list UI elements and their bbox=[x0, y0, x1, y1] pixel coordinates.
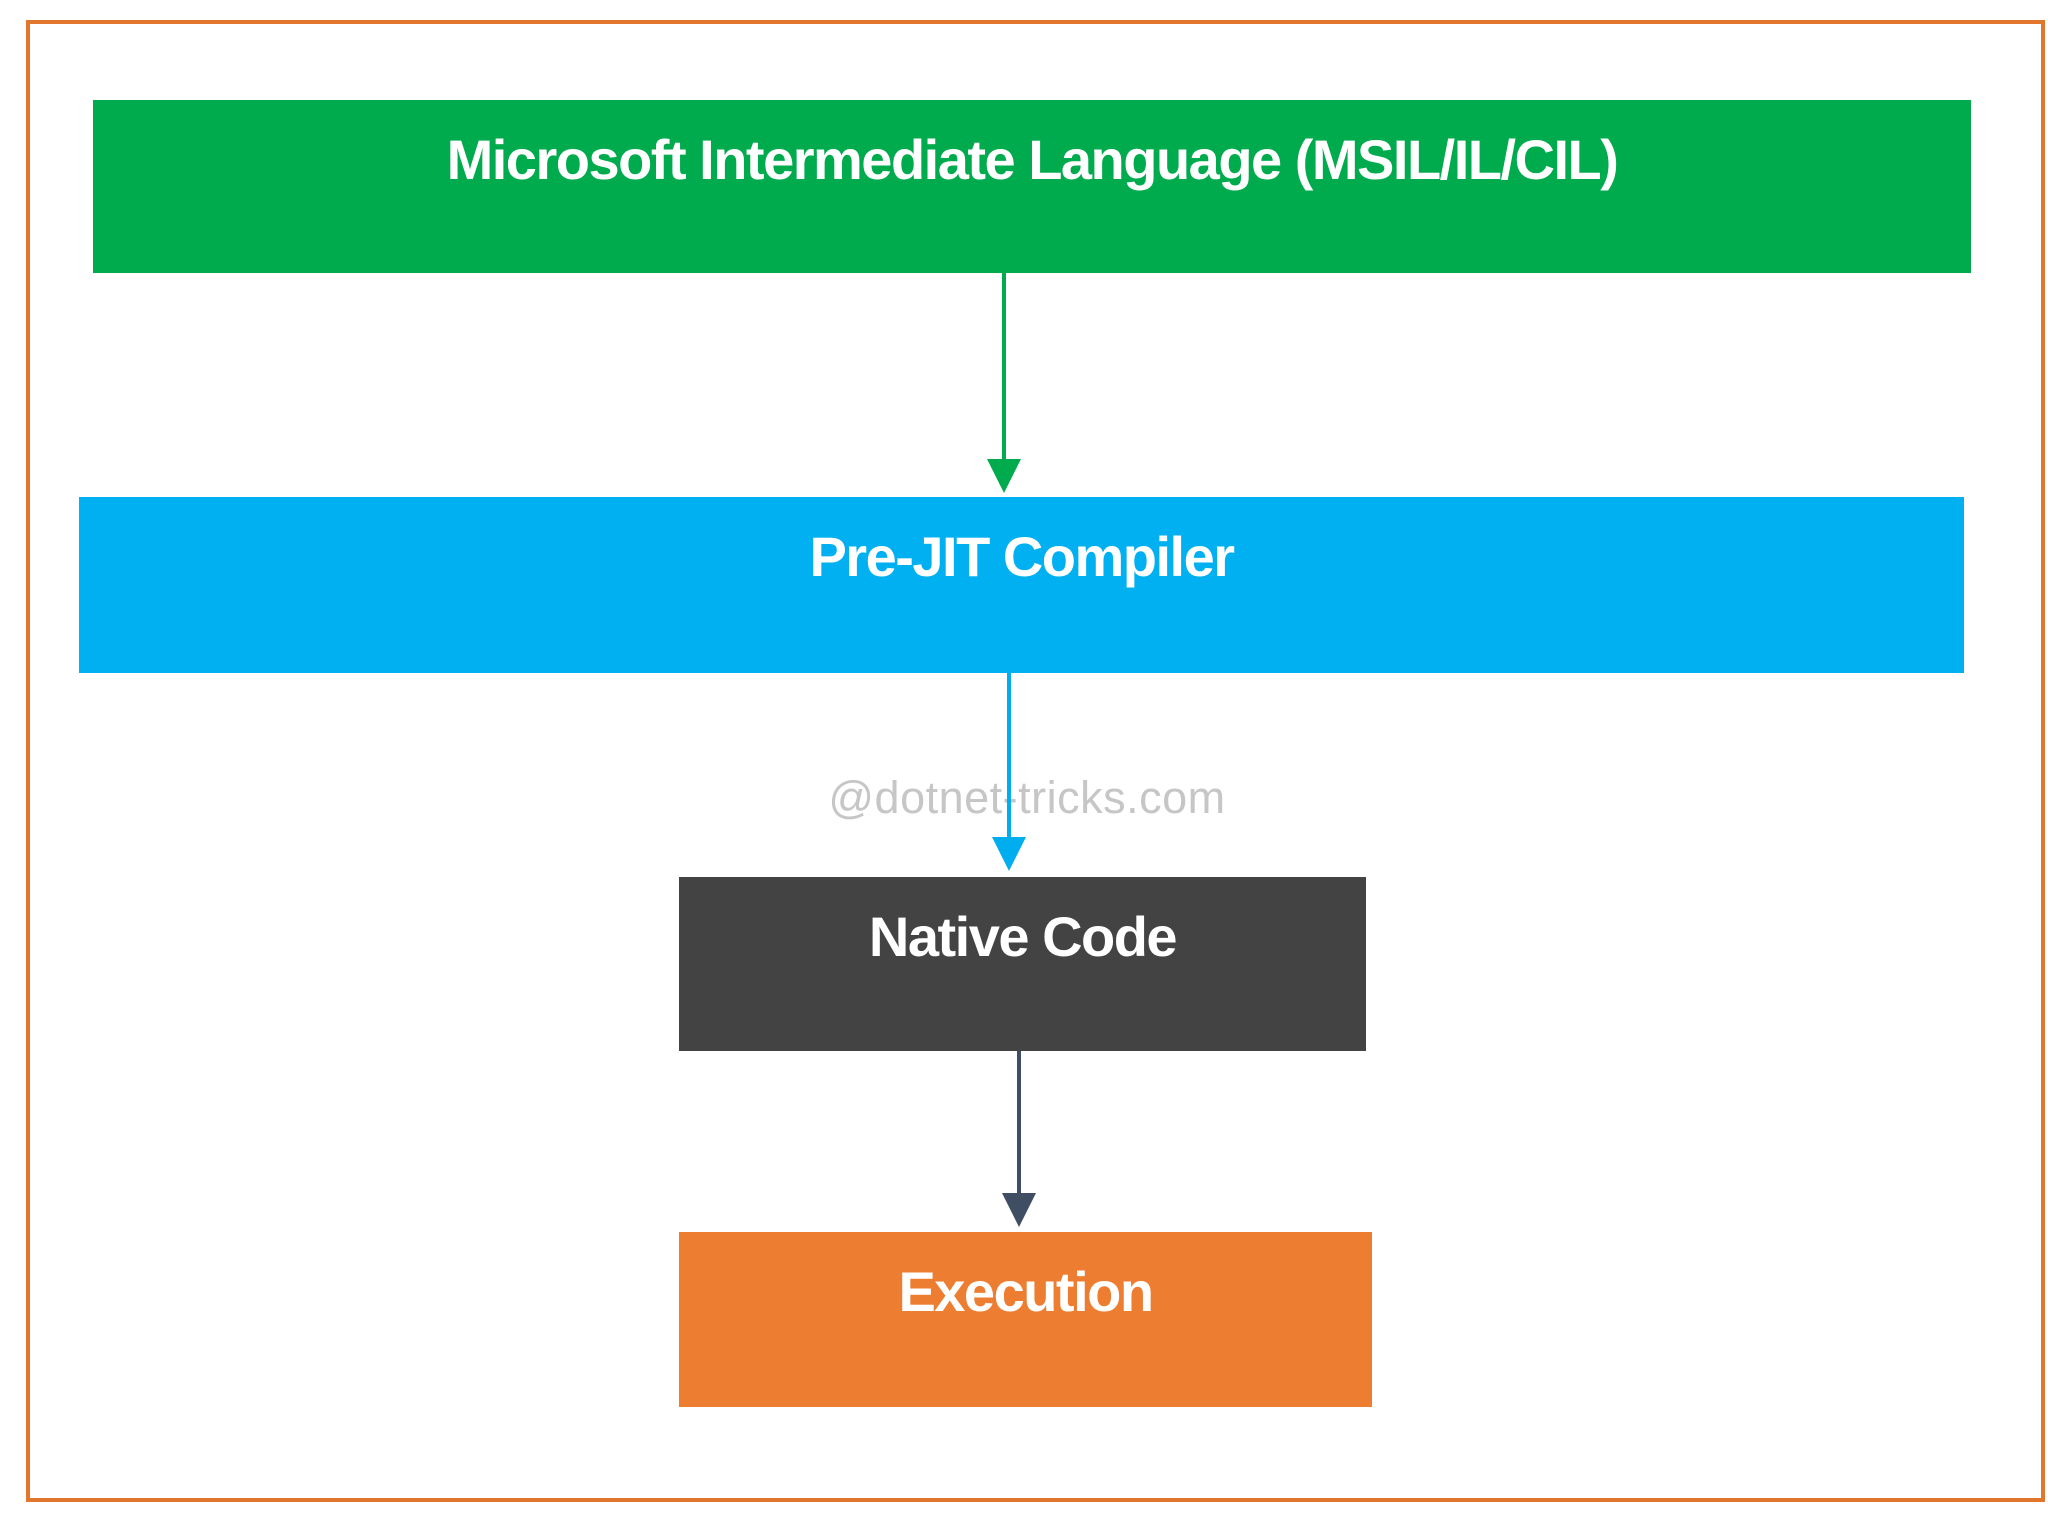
watermark-text: @dotnet-tricks.com bbox=[828, 772, 1226, 823]
arrow-prejit-to-native-line bbox=[1007, 673, 1011, 837]
node-msil-label: Microsoft Intermediate Language (MSIL/IL… bbox=[446, 128, 1619, 191]
arrow-native-to-execution-line bbox=[1017, 1051, 1021, 1193]
node-msil: Microsoft Intermediate Language (MSIL/IL… bbox=[93, 100, 1971, 273]
node-execution-label: Execution bbox=[898, 1260, 1154, 1323]
node-native-code: Native Code bbox=[679, 877, 1366, 1051]
diagram-outer-border bbox=[26, 20, 2045, 1502]
node-execution: Execution bbox=[679, 1232, 1372, 1407]
arrow-msil-to-prejit-line bbox=[1002, 273, 1006, 459]
arrow-msil-to-prejit-arrowhead-icon bbox=[987, 459, 1021, 493]
node-native-code-label: Native Code bbox=[868, 905, 1178, 968]
arrow-prejit-to-native-arrowhead-icon bbox=[992, 837, 1026, 871]
arrow-native-to-execution-arrowhead-icon bbox=[1002, 1193, 1036, 1227]
node-prejit-compiler: Pre-JIT Compiler bbox=[79, 497, 1964, 673]
node-prejit-compiler-label: Pre-JIT Compiler bbox=[809, 525, 1235, 588]
